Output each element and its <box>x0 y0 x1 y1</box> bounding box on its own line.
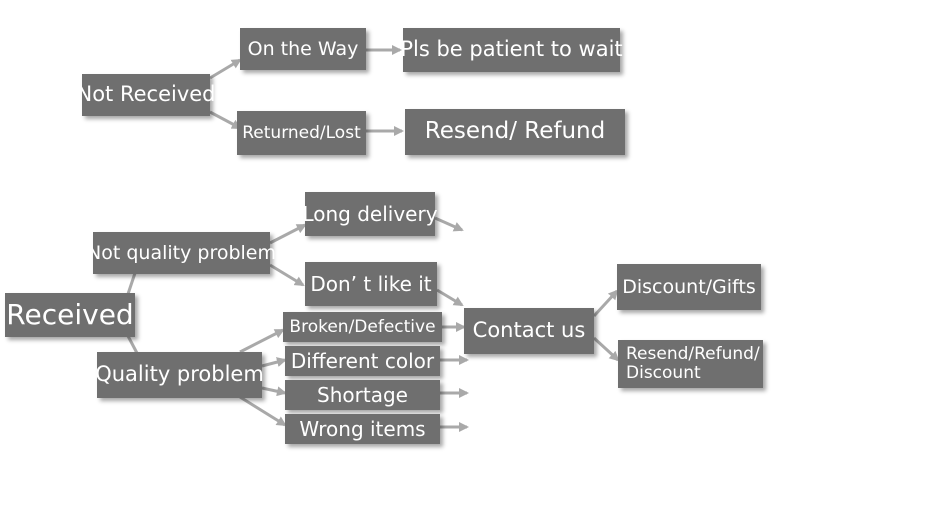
node-dont-like-it: Don’ t like it <box>305 262 437 306</box>
arrow-contact-to-discount <box>592 289 619 318</box>
node-discount-gifts: Discount/Gifts <box>617 264 761 310</box>
node-resend-refund-discount: Resend/Refund/ Discount <box>618 340 763 388</box>
node-on-the-way: On the Way <box>240 28 366 70</box>
arrow-quality-to-wrong <box>239 395 287 427</box>
node-contact-us: Contact us <box>464 308 594 354</box>
node-shortage: Shortage <box>285 380 440 410</box>
arrow-contact-to-resend <box>592 336 620 362</box>
line-received-to-not-quality <box>126 272 137 295</box>
arrow-not-quality-to-long-delivery <box>269 223 307 245</box>
resend-refund-discount-line2: Discount <box>626 363 701 383</box>
arrow-quality-to-shortage <box>261 386 287 397</box>
arrow-quality-to-broken <box>239 328 285 354</box>
node-different-color: Different color <box>285 346 440 376</box>
arrow-not-received-to-returned <box>209 110 242 130</box>
node-received: Received <box>5 293 135 337</box>
arrow-quality-to-color <box>261 357 287 368</box>
resend-refund-discount-line1: Resend/Refund/ <box>626 344 760 365</box>
arrow-not-quality-to-dont-like <box>269 263 305 287</box>
node-resend-refund: Resend/ Refund <box>405 109 625 155</box>
arrow-dont-like-to-contact <box>436 288 464 307</box>
node-long-delivery: Long delivery <box>302 192 438 236</box>
line-received-to-quality <box>126 335 140 356</box>
node-not-quality-problem: Not quality problem <box>87 232 276 274</box>
arrow-long-delivery-out <box>434 216 464 232</box>
arrow-not-received-to-on-the-way <box>209 58 242 80</box>
node-quality-problem: Quality problem <box>95 352 264 398</box>
node-broken-defective: Broken/Defective <box>283 312 442 342</box>
node-not-received: Not Received <box>77 74 216 116</box>
node-wrong-items: Wrong items <box>285 414 440 444</box>
node-returned-lost: Returned/Lost <box>237 111 366 155</box>
node-be-patient: Pls be patient to wait <box>400 28 623 72</box>
